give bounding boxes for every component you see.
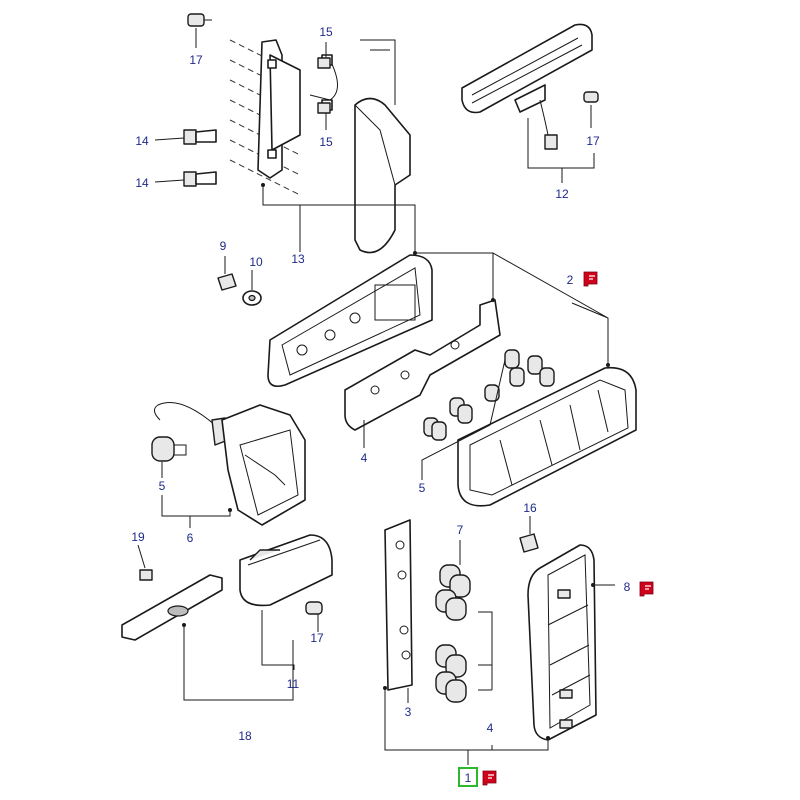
- callout-3[interactable]: 3: [405, 705, 412, 719]
- callout-6[interactable]: 6: [187, 531, 194, 545]
- part-19-clip[interactable]: [139, 569, 153, 581]
- part-3-lamp-gasket[interactable]: [384, 519, 413, 691]
- part-17-bulb[interactable]: [187, 13, 212, 27]
- callout-1[interactable]: 1: [465, 771, 472, 785]
- part-10-washer[interactable]: [242, 290, 262, 306]
- callout-12[interactable]: 12: [555, 187, 569, 201]
- callout-5[interactable]: 5: [419, 481, 426, 495]
- part-4-bulbs[interactable]: [435, 589, 467, 703]
- callout-11[interactable]: 11: [287, 677, 300, 691]
- part-14-screw[interactable]: [183, 129, 217, 145]
- part-15-clip[interactable]: [317, 57, 331, 69]
- callout-19[interactable]: 19: [131, 530, 145, 544]
- part-5-bulb[interactable]: [151, 436, 187, 462]
- callout-9[interactable]: 9: [220, 239, 227, 253]
- callout-5[interactable]: 5: [159, 479, 166, 493]
- part-8-vertical-rear-lamp[interactable]: [527, 544, 597, 741]
- part-11-side-marker-lamp[interactable]: [239, 534, 333, 607]
- part-17-bulb[interactable]: [583, 91, 599, 103]
- rear-lamp-gasket[interactable]: [267, 254, 433, 388]
- callout-14[interactable]: 14: [135, 134, 149, 148]
- callout-17[interactable]: 17: [310, 631, 324, 645]
- callout-13[interactable]: 13: [291, 252, 305, 266]
- callout-17[interactable]: 17: [586, 134, 600, 148]
- callouts: 17 15 15 14 14 13 17 12 9 10 2 4 5 5 6 1…: [131, 25, 631, 787]
- callout-17[interactable]: 17: [189, 53, 203, 67]
- part-17-bulb[interactable]: [305, 601, 323, 615]
- callout-15[interactable]: 15: [319, 25, 333, 39]
- flag-icon[interactable]: [583, 271, 598, 287]
- part-7-bulb[interactable]: [439, 564, 471, 598]
- part-5-bulbs[interactable]: [423, 349, 555, 441]
- callout-4[interactable]: 4: [487, 721, 494, 735]
- callout-10[interactable]: 10: [249, 255, 263, 269]
- part-6-auxiliary-lamp[interactable]: [154, 402, 306, 526]
- callout-8[interactable]: 8: [624, 580, 631, 594]
- part-12-high-mount-lamp[interactable]: [461, 23, 593, 150]
- flag-icon[interactable]: [639, 581, 654, 597]
- selected-callout-box: [458, 767, 478, 787]
- part-14-screw[interactable]: [183, 171, 217, 187]
- part-15-clip[interactable]: [317, 102, 331, 114]
- callout-14[interactable]: 14: [135, 176, 149, 190]
- part-18-reflector-strip[interactable]: [121, 574, 223, 641]
- part-4-bulb-holder-plate[interactable]: [344, 299, 501, 431]
- part-13-side-lamp[interactable]: [229, 39, 411, 254]
- part-16-clip[interactable]: [519, 533, 539, 553]
- callout-16[interactable]: 16: [523, 501, 537, 515]
- callout-4[interactable]: 4: [361, 451, 368, 465]
- flag-icon[interactable]: [482, 770, 497, 786]
- part-2-rear-combination-lamp[interactable]: [457, 366, 637, 507]
- callout-2[interactable]: 2: [567, 273, 574, 287]
- callout-15[interactable]: 15: [319, 135, 333, 149]
- part-9-nut[interactable]: [217, 273, 237, 291]
- callout-18[interactable]: 18: [238, 729, 252, 743]
- callout-7[interactable]: 7: [457, 523, 464, 537]
- leader-junction-dots: [182, 183, 610, 740]
